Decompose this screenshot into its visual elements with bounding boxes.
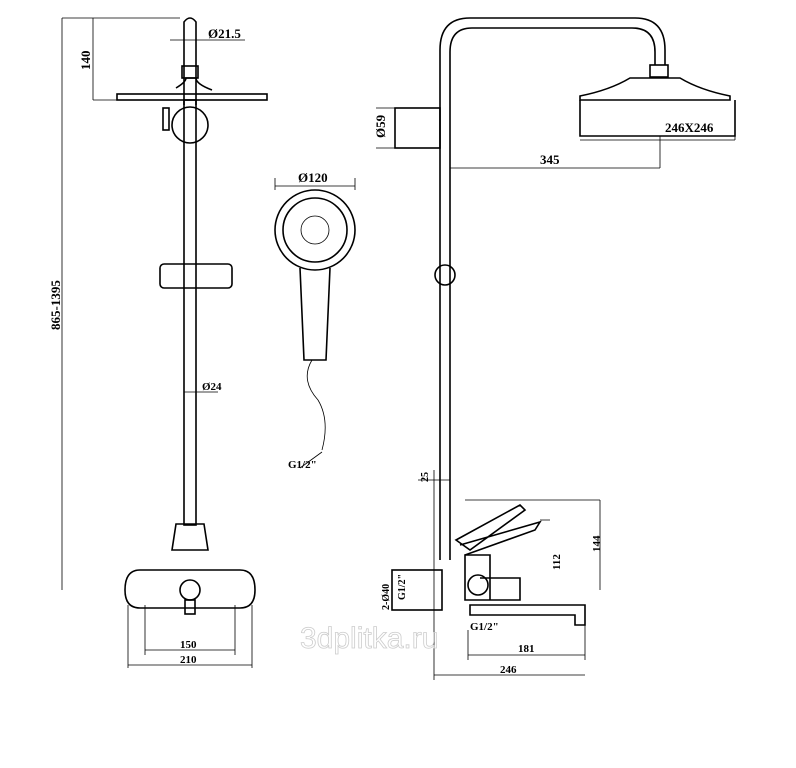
watermark: 3dplitka.ru xyxy=(300,622,438,655)
slide-holder xyxy=(159,263,233,289)
mixer-width-label: 210 xyxy=(180,654,197,666)
holder-diameter-label: Ø59 xyxy=(373,114,388,138)
lever-height-label: 112 xyxy=(551,554,563,570)
shower-head xyxy=(274,189,356,271)
head-diameter-label: Ø120 xyxy=(298,170,328,185)
rail-diameter-label: Ø24 xyxy=(202,381,222,393)
hose-thread-label: G1/2" xyxy=(288,459,317,471)
arm-reach-label: 345 xyxy=(540,152,560,167)
spout xyxy=(469,604,586,626)
holder xyxy=(394,107,441,149)
rain-head-side xyxy=(579,100,736,137)
inlet-thread-label: G1/2" xyxy=(397,574,408,600)
diverter xyxy=(171,106,209,144)
hose xyxy=(306,359,326,451)
head-size-label: 246X246 xyxy=(665,120,714,135)
total-depth-label: 246 xyxy=(500,664,517,676)
mount-spacing-label: 150 xyxy=(180,639,197,651)
outlet-thread-label: G1/2" xyxy=(470,621,499,633)
hand-shower: Ø120 G1/2" xyxy=(274,170,356,471)
rail xyxy=(183,99,197,526)
spout-length-label: 181 xyxy=(518,643,535,655)
offset-label: 25 xyxy=(420,472,431,482)
side-view: Ø59 345 246X246 25 112 144 2-Ø40 G1/2" G… xyxy=(373,17,736,680)
mixer-body xyxy=(124,569,256,609)
top-height-label: 140 xyxy=(78,51,93,71)
top-pipe xyxy=(183,17,197,105)
eccentric-label: 2-Ø40 xyxy=(381,584,392,610)
inlet xyxy=(391,569,443,611)
top-diameter-label: Ø21.5 xyxy=(208,26,241,41)
rain-head xyxy=(116,93,268,101)
total-height-label: 865-1395 xyxy=(48,280,63,330)
mixer-height-label: 144 xyxy=(591,535,603,552)
front-view: Ø21.5 140 865-1395 Ø24 150 210 xyxy=(48,17,268,668)
